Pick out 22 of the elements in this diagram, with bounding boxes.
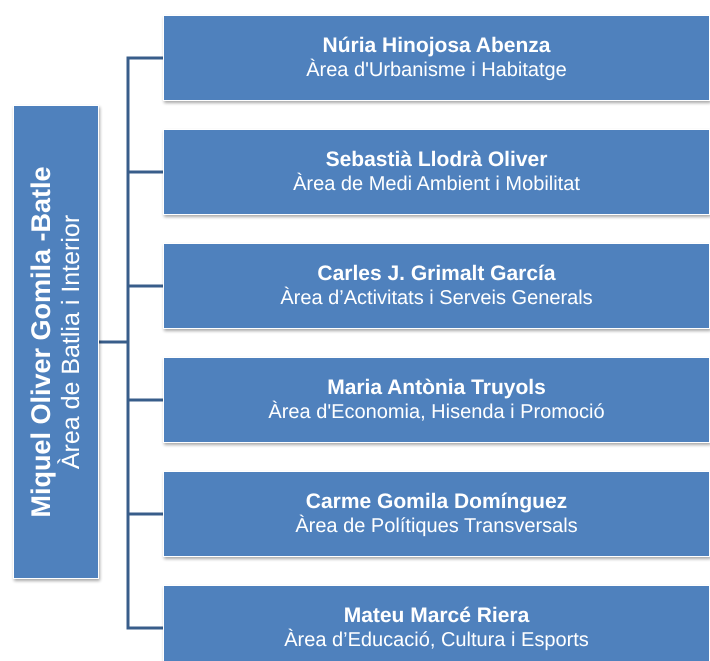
person-name: Mateu Marcé Riera <box>344 604 530 629</box>
head-box <box>13 105 99 579</box>
area-title: Àrea d’Activitats i Serveis Generals <box>280 286 593 310</box>
area-box <box>163 471 710 557</box>
area-title: Àrea d'Economia, Hisenda i Promoció <box>268 400 605 424</box>
area-box <box>163 357 710 443</box>
area-title: Àrea de Batlia i Interior <box>57 214 86 470</box>
area-title: Àrea de Medi Ambient i Mobilitat <box>293 172 580 196</box>
area-title: Àrea de Polítiques Transversals <box>295 514 578 538</box>
person-name: Núria Hinojosa Abenza <box>322 34 550 58</box>
area-box <box>163 129 710 215</box>
connector-line <box>99 340 163 630</box>
area-box <box>163 15 710 101</box>
person-name: Carme Gomila Domínguez <box>306 490 568 514</box>
person-name: Carles J. Grimalt García <box>317 262 556 286</box>
person-name: Maria Antònia Truyols <box>327 376 546 401</box>
area-title: Àrea d'Urbanisme i Habitatge <box>306 58 567 82</box>
person-name: Sebastià Llodrà Oliver <box>326 148 548 172</box>
area-box <box>163 585 710 661</box>
person-name: Miquel Oliver Gomila -Batle <box>26 166 57 518</box>
area-title: Àrea d’Educació, Cultura i Esports <box>284 628 589 652</box>
area-box <box>163 243 710 329</box>
